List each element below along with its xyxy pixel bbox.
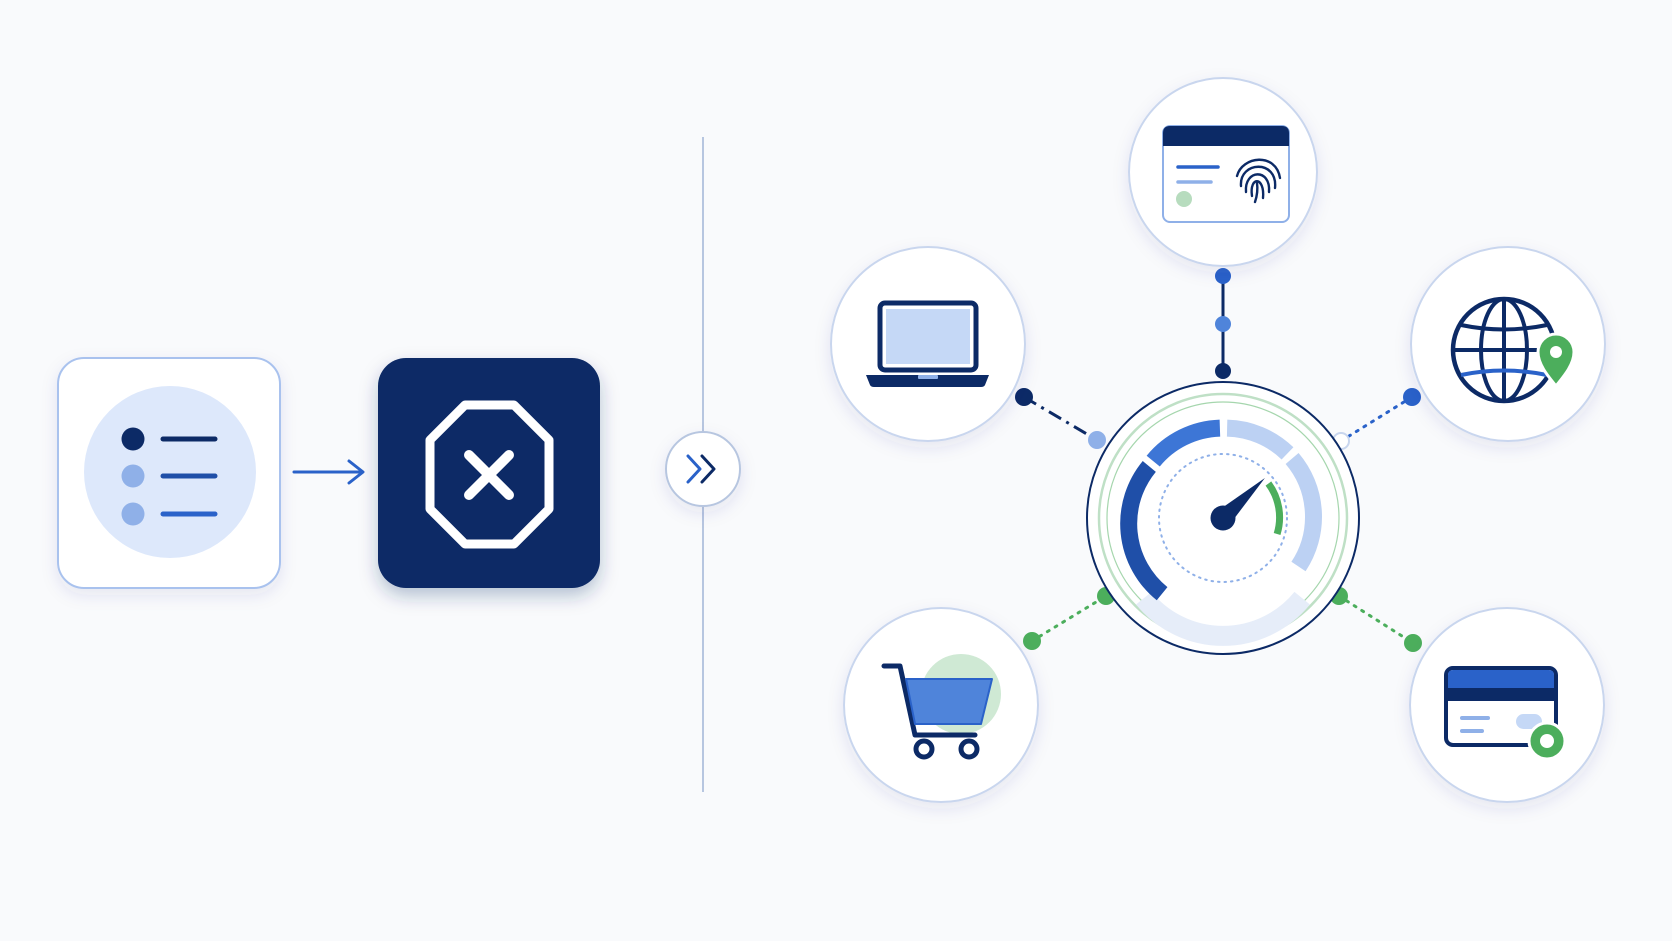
stop-sign-x-icon	[425, 400, 554, 549]
divider	[665, 137, 741, 792]
list-card	[57, 357, 281, 589]
fingerprint-card-icon	[1162, 125, 1290, 223]
node-credit-card[interactable]	[1409, 607, 1605, 803]
node-biometric-card[interactable]	[1128, 77, 1318, 267]
node-shopping-cart[interactable]	[843, 607, 1039, 803]
credit-card-check-icon	[1444, 666, 1567, 761]
speedometer-gauge-icon	[1106, 401, 1340, 646]
double-chevron-right-icon[interactable]	[665, 431, 741, 507]
list-icon	[84, 386, 256, 558]
block-card	[378, 358, 600, 588]
laptop-icon	[866, 300, 989, 387]
globe-location-pin-icon	[1450, 296, 1576, 404]
hub-center	[1086, 381, 1360, 655]
node-laptop[interactable]	[830, 246, 1026, 442]
shopping-cart-icon	[881, 654, 1001, 760]
node-globe-location[interactable]	[1410, 246, 1606, 442]
arrow-right-icon	[292, 459, 365, 485]
